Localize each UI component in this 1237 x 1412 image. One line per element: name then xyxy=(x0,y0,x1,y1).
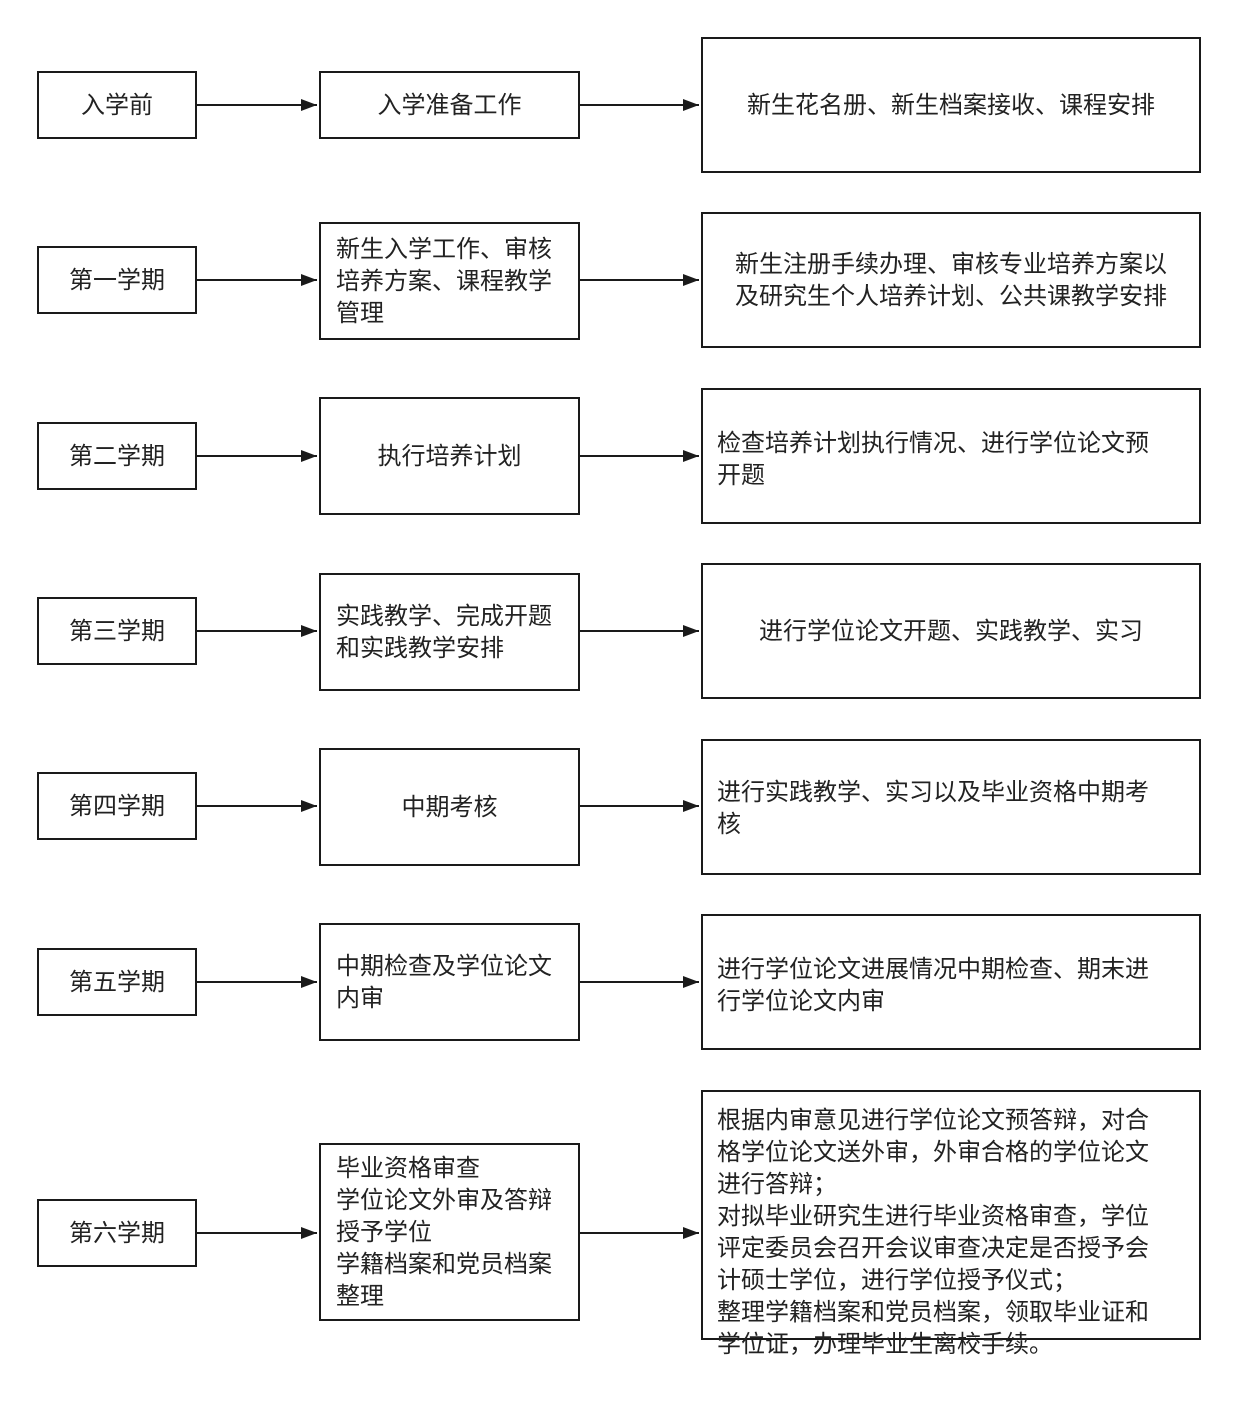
detail-box-1: 新生注册手续办理、审核专业培养方案以 及研究生个人培养计划、公共课教学安排 xyxy=(701,212,1201,348)
task-label: 新生入学工作、审核 培养方案、课程教学 管理 xyxy=(336,235,552,327)
task-box-4: 中期考核 xyxy=(319,748,580,866)
period-box-4: 第四学期 xyxy=(37,772,197,840)
task-label: 毕业资格审查 学位论文外审及答辩 授予学位 学籍档案和党员档案 整理 xyxy=(336,1154,552,1310)
period-label: 入学前 xyxy=(81,91,153,119)
period-box-3: 第三学期 xyxy=(37,597,197,665)
detail-box-3: 进行学位论文开题、实践教学、实习 xyxy=(701,563,1201,699)
task-box-5: 中期检查及学位论文 内审 xyxy=(319,923,580,1041)
detail-box-5: 进行学位论文进展情况中期检查、期末进 行学位论文内审 xyxy=(701,914,1201,1050)
task-box-2: 执行培养计划 xyxy=(319,397,580,515)
detail-label: 进行学位论文进展情况中期检查、期末进 行学位论文内审 xyxy=(717,955,1149,1015)
detail-label: 检查培养计划执行情况、进行学位论文预 开题 xyxy=(717,429,1149,489)
task-box-6: 毕业资格审查 学位论文外审及答辩 授予学位 学籍档案和党员档案 整理 xyxy=(319,1143,580,1321)
detail-box-4: 进行实践教学、实习以及毕业资格中期考 核 xyxy=(701,739,1201,875)
period-label: 第三学期 xyxy=(69,617,165,645)
task-label: 中期检查及学位论文 内审 xyxy=(336,952,552,1012)
task-label: 实践教学、完成开题 和实践教学安排 xyxy=(336,602,552,662)
period-box-2: 第二学期 xyxy=(37,422,197,490)
detail-label: 进行学位论文开题、实践教学、实习 xyxy=(759,617,1143,645)
detail-box-6: 根据内审意见进行学位论文预答辩，对合 格学位论文送外审，外审合格的学位论文 进行… xyxy=(701,1090,1201,1358)
detail-label: 进行实践教学、实习以及毕业资格中期考 核 xyxy=(717,778,1149,838)
period-label: 第五学期 xyxy=(69,968,165,996)
detail-box-2: 检查培养计划执行情况、进行学位论文预 开题 xyxy=(701,388,1201,524)
detail-label: 根据内审意见进行学位论文预答辩，对合 格学位论文送外审，外审合格的学位论文 进行… xyxy=(717,1106,1149,1358)
detail-label: 新生注册手续办理、审核专业培养方案以 及研究生个人培养计划、公共课教学安排 xyxy=(735,250,1167,310)
task-box-3: 实践教学、完成开题 和实践教学安排 xyxy=(319,573,580,691)
period-label: 第四学期 xyxy=(69,792,165,820)
period-box-0: 入学前 xyxy=(37,71,197,139)
task-box-0: 入学准备工作 xyxy=(319,71,580,139)
period-label: 第一学期 xyxy=(69,266,165,294)
task-label: 中期考核 xyxy=(401,793,498,821)
task-box-1: 新生入学工作、审核 培养方案、课程教学 管理 xyxy=(319,222,580,340)
task-label: 执行培养计划 xyxy=(377,442,522,470)
period-label: 第六学期 xyxy=(69,1219,165,1247)
period-box-5: 第五学期 xyxy=(37,948,197,1016)
detail-label: 新生花名册、新生档案接收、课程安排 xyxy=(747,91,1155,119)
period-box-6: 第六学期 xyxy=(37,1199,197,1267)
period-label: 第二学期 xyxy=(69,442,165,470)
detail-box-0: 新生花名册、新生档案接收、课程安排 xyxy=(701,37,1201,173)
task-label: 入学准备工作 xyxy=(377,91,522,119)
period-box-1: 第一学期 xyxy=(37,246,197,314)
